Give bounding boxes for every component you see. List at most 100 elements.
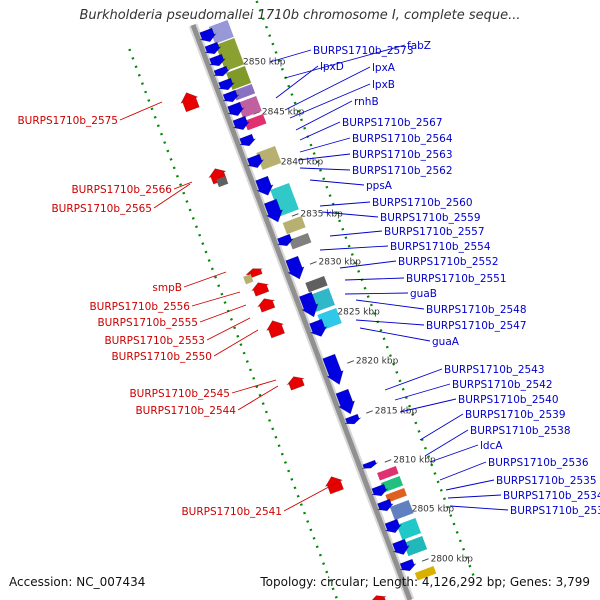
feature-band: [385, 487, 407, 503]
forward-leader-line: [309, 179, 365, 186]
forward-leader-line: [319, 201, 371, 207]
forward-leader-line: [447, 494, 502, 499]
gene-arrow-shape: [246, 153, 265, 169]
reverse-leader-line: [199, 304, 247, 323]
forward-leader-line: [297, 153, 351, 161]
feature-box-shape: [414, 565, 437, 581]
feature-box-shape: [232, 83, 256, 101]
gene-arrow-shape: [361, 459, 379, 469]
reverse-gene-label: BURPS1710b_2553: [104, 335, 205, 347]
scale-tick: [347, 360, 355, 364]
forward-leader-line: [359, 327, 431, 342]
forward-leader-line: [429, 444, 479, 463]
forward-gene-arrow: [399, 558, 417, 572]
gene-arrow-shape: [335, 388, 356, 415]
gene-arrow-shape: [344, 413, 362, 425]
reverse-gene-arrow: [256, 298, 276, 313]
gene-arrow-shape: [371, 483, 388, 497]
forward-gene-arrow: [392, 538, 411, 555]
forward-gene-arrow: [199, 27, 217, 43]
forward-gene-arrow: [377, 498, 394, 512]
gene-arrow-shape: [309, 318, 328, 337]
feature-box-shape: [403, 535, 428, 557]
forward-gene-arrow: [213, 65, 230, 77]
reverse-leader-line: [183, 271, 227, 288]
gene-arrow-shape: [263, 198, 284, 223]
feature-band: [232, 83, 256, 101]
forward-gene-label: BURPS1710b_2533: [510, 505, 600, 517]
forward-gene-label: BURPS1710b_2552: [398, 256, 499, 268]
accession-text: Accession: NC_007434: [9, 575, 146, 589]
forward-gene-label: ppsA: [366, 180, 393, 192]
feature-band: [380, 475, 404, 493]
feature-band: [414, 565, 437, 581]
forward-leader-line: [275, 65, 319, 99]
gene-arrow-shape: [180, 92, 200, 113]
gene-arrow-shape: [324, 476, 344, 495]
gene-arrow-shape: [232, 115, 251, 131]
genome-summary-text: Topology: circular; Length: 4,126,292 bp…: [260, 575, 590, 589]
forward-gene-label: BURPS1710b_2539: [465, 409, 566, 421]
forward-gene-label: lpxA: [372, 62, 396, 74]
feature-box-shape: [243, 274, 254, 285]
feature-band: [403, 535, 428, 557]
forward-gene-arrow: [322, 353, 344, 386]
forward-gene-label: guaA: [432, 336, 460, 348]
reverse-gene-label: BURPS1710b_2544: [135, 405, 236, 417]
forward-leader-line: [419, 413, 464, 441]
forward-gene-label: BURPS1710b_2540: [458, 394, 559, 406]
scale-tick: [366, 410, 373, 414]
forward-gene-arrow: [277, 233, 294, 247]
reverse-gene-label: BURPS1710b_2565: [51, 203, 152, 215]
gene-arrow-shape: [369, 595, 387, 600]
forward-gene-label: BURPS1710b_2560: [372, 197, 473, 209]
scale-label: 2815 kbp: [375, 407, 418, 417]
gene-arrow-shape: [239, 133, 256, 147]
reverse-gene-label: BURPS1710b_2545: [129, 388, 230, 400]
gene-arrow-shape: [277, 233, 294, 247]
reverse-leader-line: [283, 481, 339, 512]
forward-gene-label: BURPS1710b_2536: [488, 457, 589, 469]
scale-label: 2835 kbp: [300, 210, 343, 220]
forward-gene-label: ldcA: [480, 440, 503, 452]
forward-gene-arrow: [298, 291, 319, 318]
forward-leader-line: [289, 83, 371, 119]
forward-leader-line: [344, 292, 409, 295]
feature-box-shape: [208, 19, 234, 44]
feature-box-shape: [377, 465, 399, 481]
reverse-gene-arrow: [180, 92, 200, 113]
scale-tick: [309, 261, 317, 265]
forward-gene-arrow: [263, 198, 284, 223]
gene-arrow-shape: [226, 101, 245, 117]
forward-gene-label: BURPS1710b_2562: [352, 165, 453, 177]
gene-arrow-shape: [265, 320, 286, 339]
scale-tick: [421, 558, 429, 562]
forward-leader-line: [344, 277, 405, 281]
scale-label: 2800 kbp: [431, 555, 474, 565]
feature-box-shape: [385, 487, 407, 503]
reverse-leader-line: [119, 101, 163, 121]
forward-leader-line: [319, 245, 389, 251]
forward-leader-line: [355, 319, 425, 326]
forward-gene-arrow: [246, 153, 265, 169]
gene-arrow-shape: [399, 558, 417, 572]
feature-band: [215, 37, 245, 72]
feature-box-shape: [216, 176, 229, 188]
scale-label: 2850 kbp: [243, 58, 286, 68]
forward-gene-label: lpxD: [320, 61, 344, 73]
scale-label: 2805 kbp: [412, 505, 455, 515]
scale-tick: [253, 111, 261, 115]
feature-box-shape: [380, 475, 404, 493]
forward-gene-label: guaB: [410, 288, 437, 300]
feature-band: [244, 113, 267, 131]
scale-label: 2845 kbp: [262, 108, 305, 118]
feature-band: [289, 232, 312, 250]
forward-leader-line: [339, 260, 397, 269]
ruler-line-outer: [255, 0, 475, 577]
feature-band: [282, 215, 306, 235]
reverse-leader-line: [191, 291, 241, 307]
reverse-gene-arrow: [286, 376, 306, 391]
forward-leader-line: [384, 368, 443, 391]
forward-gene-label: BURPS1710b_2557: [384, 226, 485, 238]
